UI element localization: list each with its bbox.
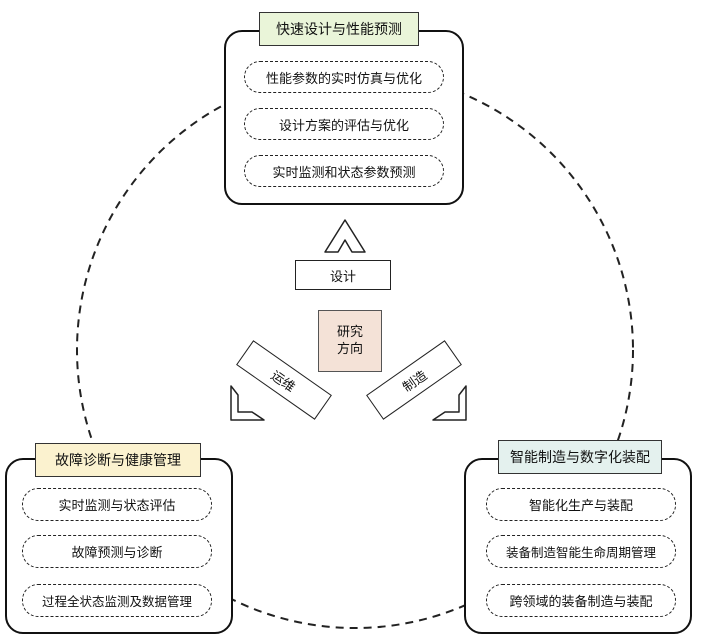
panel-design-title: 快速设计与性能预测	[259, 12, 419, 46]
panel-manufacturing-item-1: 智能化生产与装配	[486, 488, 676, 521]
panel-manufacturing-item-3: 跨领域的装备制造与装配	[486, 584, 676, 617]
chevron-up-icon	[324, 219, 366, 253]
research-direction-line-1: 研究	[336, 325, 363, 340]
panel-maintenance-item-3: 过程全状态监测及数据管理	[22, 584, 212, 617]
panel-maintenance-item-2: 故障预测与诊断	[22, 535, 212, 568]
panel-manufacturing-title: 智能制造与数字化装配	[498, 440, 662, 474]
chevron-down-right-icon	[432, 385, 467, 421]
panel-design-item-2: 设计方案的评估与优化	[244, 108, 444, 140]
panel-design-item-3: 实时监测和状态参数预测	[244, 155, 444, 187]
panel-maintenance-item-1: 实时监测与状态评估	[22, 488, 212, 521]
panel-maintenance-title: 故障诊断与健康管理	[35, 443, 201, 477]
panel-manufacturing-item-2: 装备制造智能生命周期管理	[486, 535, 676, 568]
arrow-label-design: 设计	[295, 260, 391, 290]
research-direction-box: 研究 方向	[318, 310, 382, 372]
chevron-down-left-icon	[230, 385, 265, 421]
panel-design-item-1: 性能参数的实时仿真与优化	[244, 61, 444, 93]
research-direction-line-2: 方向	[336, 342, 363, 357]
